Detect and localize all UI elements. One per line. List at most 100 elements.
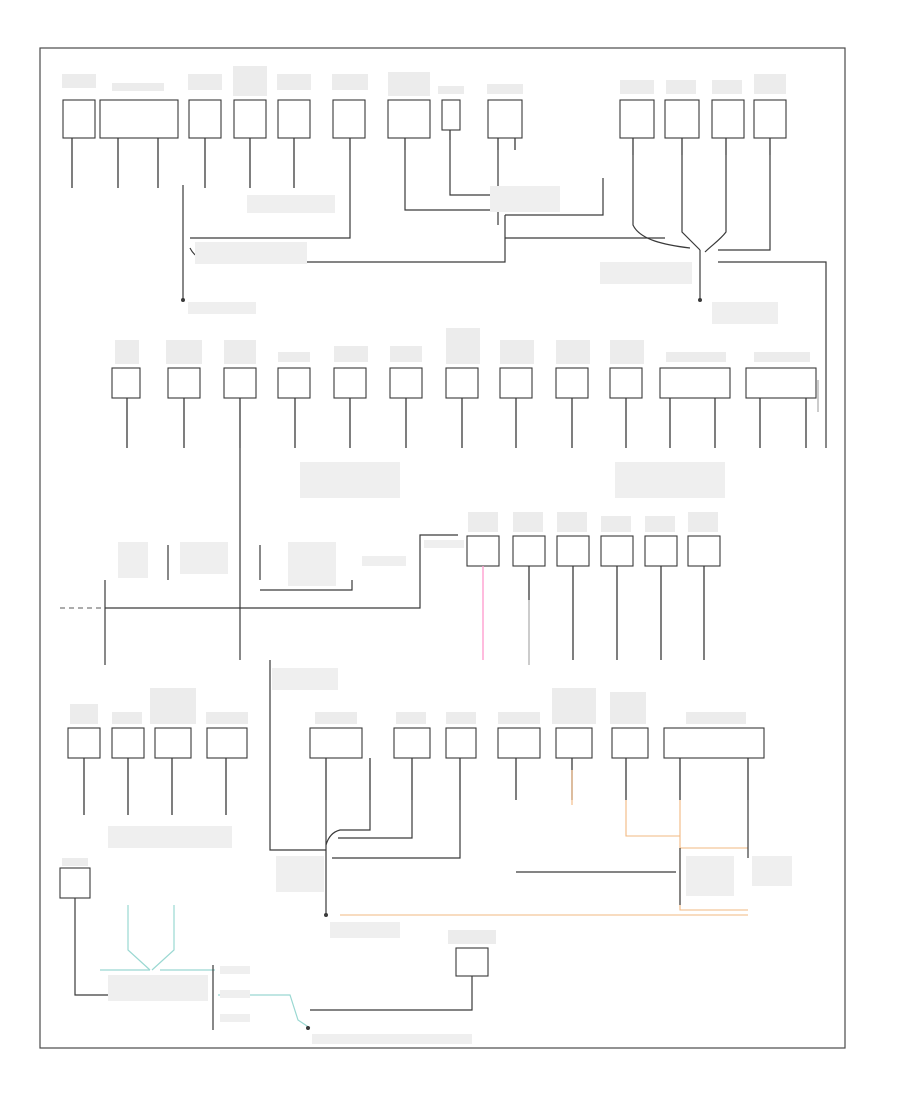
label-text-block [224,340,256,364]
label-text-block [645,516,675,532]
note-text-block [686,856,734,896]
wire-right-bus [718,261,827,448]
component-box [332,99,366,139]
label-text-block [688,512,718,532]
label-text-block [712,80,742,94]
note-text-block [330,922,400,938]
component-box [154,727,192,759]
section-lower-components [67,688,765,759]
label-text-block [388,72,430,96]
label-text-block [513,512,543,532]
component-box [711,99,745,139]
label-text-block [754,352,810,362]
label-text-block [332,74,368,90]
wire [338,800,413,839]
label-text-block [438,86,464,94]
section-top-components [62,99,787,139]
ground-splice [698,298,702,302]
ground-splice [324,913,328,917]
component-box [487,99,523,139]
component-box [600,535,634,567]
note-text-block [490,186,560,212]
note-text-block [195,242,307,264]
label-text-block [315,712,357,724]
component-box [497,727,541,759]
label-text-block [334,346,368,362]
component-box [188,99,222,139]
note-text-block [600,262,692,284]
note-text-block [220,990,250,998]
connector-pins [71,130,771,188]
connector-pins [126,398,807,448]
wire [74,898,110,996]
label-text-block [115,340,139,364]
label-text-block [188,74,222,90]
component-box [499,367,533,399]
wire-orange-highlight [625,800,680,837]
note-text-block [288,542,336,586]
label-text-block [233,66,267,96]
label-text-block [610,692,646,724]
section-bottom [59,858,496,1044]
wire-teal-highlight [127,905,175,971]
label-text-block [112,83,164,91]
label-text-block [686,712,746,724]
component-box [233,99,267,139]
label-text-block [487,84,523,94]
component-box [62,99,96,139]
component-box [753,99,787,139]
section-middle-labels [115,328,810,364]
label-text-block [498,712,540,724]
component-box [455,947,489,977]
note-text-block [276,856,324,892]
component-box [555,367,589,399]
component-box [206,727,248,759]
label-text-block [150,688,196,724]
section-top-labels [62,66,786,96]
label-text-block [620,80,654,94]
wire [190,150,351,239]
wire [704,155,727,253]
label-text-block [556,340,590,364]
component-box [277,99,311,139]
component-box [664,99,700,139]
component-box [99,99,179,139]
note-text-block [752,856,792,886]
label-text-block [70,704,98,724]
note-text-block [424,540,464,548]
label-text-block [552,688,596,724]
component-box [609,367,643,399]
wire [332,800,461,859]
section-top-wires [71,130,827,448]
component-box [663,727,765,759]
component-box [111,367,141,399]
wire [449,140,499,196]
component-box [309,727,363,759]
label-text-block [277,74,311,90]
label-text-block [500,340,534,364]
note-text-block [312,1034,472,1044]
section-top-notes [188,186,778,324]
component-box [611,727,649,759]
note-text-block [188,302,256,314]
connector-pins [83,758,749,815]
note-text-block [712,302,778,324]
note-text-block [362,556,406,566]
wire [681,155,701,251]
note-text-block [272,668,338,690]
wire-vertical-trunk [269,660,326,851]
wire-horizontal-bus [105,534,458,609]
component-box [387,99,431,139]
section-lower-wires [83,660,792,938]
component-box [223,367,257,399]
label-text-block [166,340,202,364]
label-text-block [390,346,422,362]
component-box [555,727,593,759]
section-middle-components [111,367,817,399]
connector-pins [528,566,705,660]
component-box [556,535,590,567]
label-text-block [666,352,726,362]
component-box [67,727,101,759]
note-text-block [615,462,725,498]
